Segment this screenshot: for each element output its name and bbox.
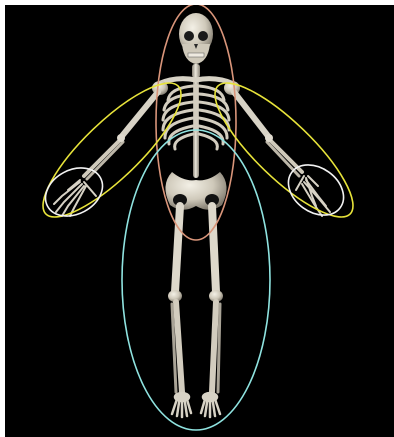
skeleton-illustration (5, 5, 394, 437)
skull (179, 13, 213, 64)
left-leg (168, 206, 182, 392)
right-foot (201, 393, 220, 417)
right-arm (234, 92, 302, 176)
skeleton-photo (5, 5, 394, 437)
right-leg (209, 206, 223, 392)
right-upper-limb-outline (198, 66, 369, 234)
left-foot (172, 393, 191, 417)
right-hand (296, 176, 330, 216)
